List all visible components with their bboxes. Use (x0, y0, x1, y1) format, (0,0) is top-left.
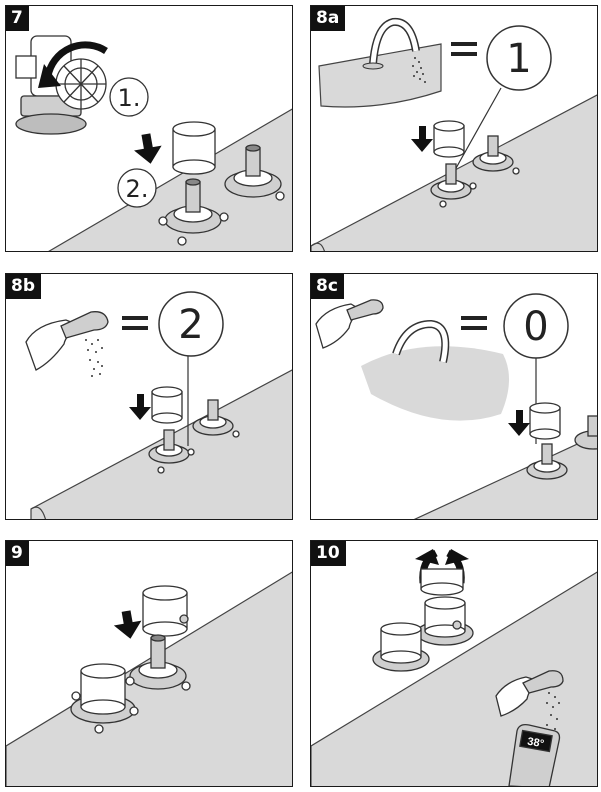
spout-panel (318, 43, 442, 108)
setting-number: 2 (178, 302, 203, 348)
step-9-illustration (6, 571, 292, 786)
hand-shower (346, 299, 384, 321)
tub-rim (413, 434, 597, 519)
down-arrow-icon (129, 394, 151, 420)
step-number: 9 (6, 541, 29, 566)
step-8b-illustration: 2 (25, 291, 292, 519)
spout-panel (361, 346, 510, 421)
valve-body-left (526, 443, 568, 480)
water-spray (85, 339, 103, 377)
hand-shower (522, 670, 564, 694)
valve-body-right (125, 634, 191, 691)
panel-step-8b: 8b 2 (5, 273, 293, 520)
cartridge-cap (172, 121, 216, 175)
label-2: 2. (126, 175, 149, 203)
equals-sign (451, 42, 477, 46)
step-7-illustration: 1. 2. (15, 35, 292, 251)
setting-number: 0 (523, 304, 548, 350)
handle-right (416, 596, 474, 646)
panel-step-8c: 8c 0 (310, 273, 598, 520)
panel-step-9: 9 (5, 540, 293, 787)
down-arrow-icon (508, 410, 530, 436)
step-10-illustration: 38° (311, 549, 597, 786)
label-circle-1 (109, 77, 149, 117)
setting-number: 1 (506, 36, 531, 82)
label-1: 1. (118, 84, 141, 112)
handle-left (372, 622, 430, 672)
thermometer-reading: 38° (526, 736, 544, 751)
step-number: 7 (6, 6, 29, 31)
step-8c-illustration: 0 (315, 293, 597, 519)
step-number: 8a (311, 6, 346, 31)
setting-circle (158, 291, 224, 357)
step-number: 8b (6, 274, 41, 299)
handle-installed (70, 663, 139, 734)
rotate-arrow-icon (44, 41, 108, 77)
cartridge-cap (529, 402, 561, 440)
valve-body-right (224, 144, 285, 201)
cartridge-cap (151, 386, 183, 424)
down-arrow-icon (134, 133, 162, 164)
valve-body-left (158, 178, 229, 246)
water-spray (412, 57, 426, 83)
valve-body-right (192, 399, 240, 438)
valve-body-left (148, 429, 195, 474)
valve-body-left (430, 163, 477, 208)
down-arrow-icon (113, 610, 142, 639)
valve-body-right (472, 135, 520, 175)
step-number: 8c (311, 274, 344, 299)
water-spray (546, 692, 560, 730)
label-circle-2 (117, 168, 157, 208)
down-arrow-icon (411, 126, 433, 152)
panel-step-7: 7 1. 2. (5, 5, 293, 252)
cartridge-cap (420, 568, 464, 596)
tub-rim (48, 108, 292, 251)
setting-circle (486, 25, 552, 91)
thermometer (508, 723, 561, 786)
equals-sign (461, 316, 487, 320)
step-8a-illustration: 1 (311, 17, 597, 251)
step-number: 10 (311, 541, 346, 566)
cartridge-cap (142, 585, 189, 637)
panel-step-8a: 8a 1 (310, 5, 598, 252)
panel-step-10: 10 (310, 540, 598, 787)
equals-sign (122, 316, 148, 320)
hand-shower (60, 311, 109, 339)
cartridge-cap (433, 120, 465, 158)
valve-body-right (574, 415, 597, 450)
